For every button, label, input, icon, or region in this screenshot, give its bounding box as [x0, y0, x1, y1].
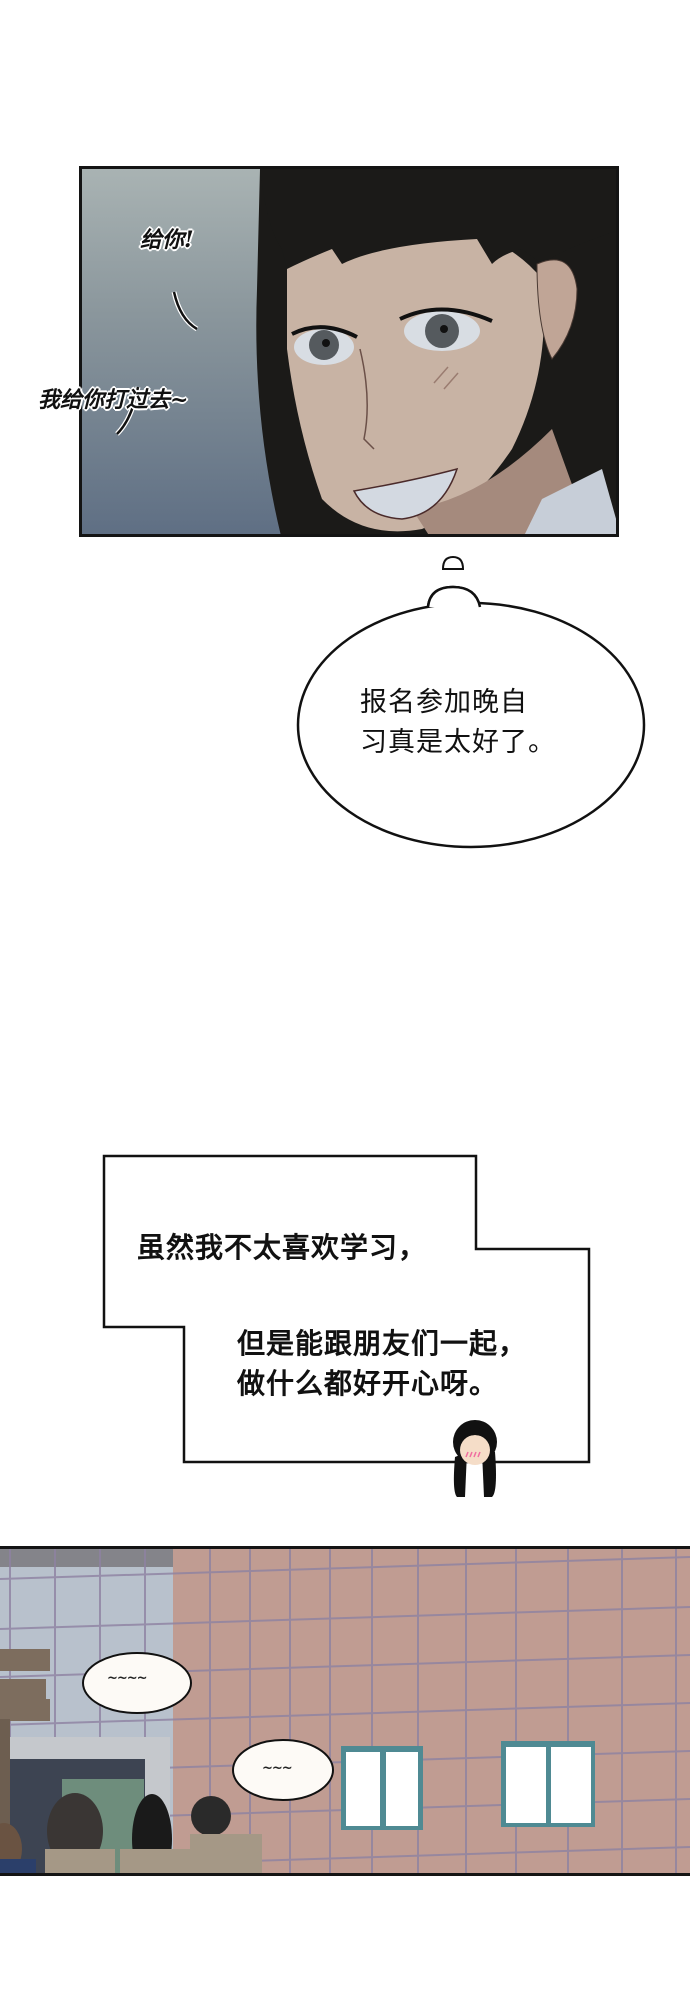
- speech-bubble-2: [232, 1739, 334, 1801]
- speech-bubble-2-text: ~~~: [262, 1761, 293, 1776]
- panel-girl-closeup: [79, 166, 619, 537]
- sfx-call-you: 我给你打过去~: [38, 387, 189, 413]
- sfx-gei-ni: 给你!: [140, 227, 194, 253]
- speech-bubble-1: [82, 1652, 192, 1714]
- caption-line-2: 但是能跟朋友们一起，: [237, 1327, 528, 1360]
- thought-line-2: 习真是太好了。: [360, 727, 556, 758]
- speech-bubble-1-text: ~~~~: [107, 1671, 148, 1686]
- chibi-girl-icon: [453, 1420, 497, 1497]
- girl-face-illustration: [115, 169, 616, 534]
- caption-line-1: 虽然我不太喜欢学习，: [137, 1231, 428, 1264]
- school-wall-illustration: [0, 1549, 690, 1873]
- caption-box: [102, 1154, 591, 1497]
- caption-line-3: 做什么都好开心呀。: [237, 1367, 499, 1400]
- panel-school-exterior: ~~~~ ~~~: [0, 1546, 690, 1876]
- thought-bubble-text: 报名参加晚自 习真是太好了。: [360, 683, 600, 763]
- thought-bubble: [296, 555, 646, 849]
- thought-line-1: 报名参加晚自: [360, 687, 528, 718]
